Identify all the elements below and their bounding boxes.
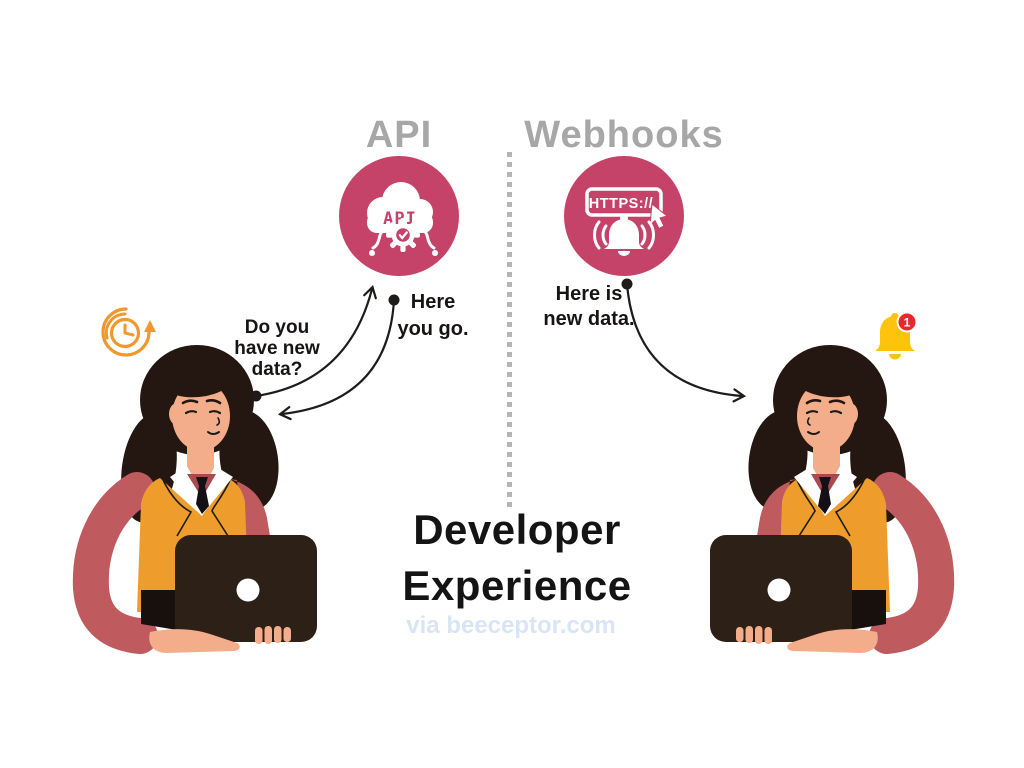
svg-text:1: 1 [904,316,911,330]
request-arrow [255,284,377,398]
notification-badge: 1 [896,311,918,333]
api-section-title: API [365,114,433,156]
notification-bell-icon: 1 [875,311,918,360]
refresh-clock-icon [101,307,156,357]
answer-text: Here you go. [397,291,469,340]
api-cloud-icon: API [367,182,433,233]
ringing-bell-icon [604,214,644,256]
https-label: HTTPS:// [589,196,653,212]
vertical-dotted-divider [507,152,512,510]
response-arrow [277,299,396,421]
webhook-message-text: Here is new data. [543,283,635,330]
webhooks-section-title: Webhooks [524,114,724,156]
api-cloud-badge: API [339,156,459,276]
developer-left-illustration [65,340,325,670]
gear-check-icon [386,218,420,252]
question-text: Do you have new data? [234,317,320,380]
attribution-text: via beeceptor.com [406,612,616,639]
page-title: Developer Experience [402,506,632,609]
webhook-badge: HTTPS:// [564,156,684,276]
code-brace-decorations [371,228,436,250]
sound-waves-icon [593,220,655,250]
push-arrow [625,283,747,403]
developer-right-illustration [702,340,962,670]
